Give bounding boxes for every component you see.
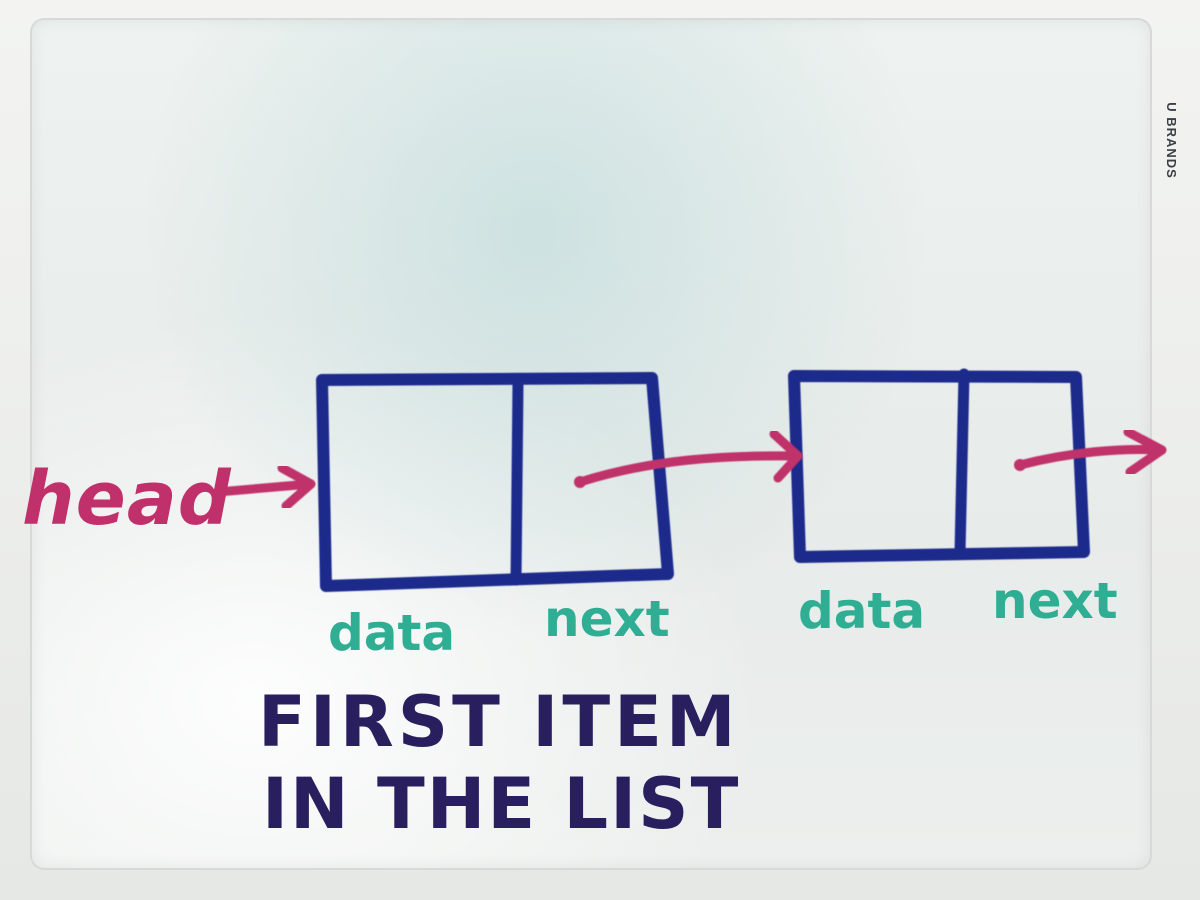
- next-arrow-1: [574, 429, 803, 488]
- node-1-data-label: data: [328, 604, 455, 662]
- node-2-data-label: data: [798, 582, 925, 640]
- head-label: head: [22, 456, 232, 542]
- caption-line-2: IN THE LIST: [262, 763, 740, 845]
- node-1-next-label: next: [544, 590, 670, 648]
- node-1-box: [316, 372, 674, 592]
- caption-line-1: FIRST ITEM: [258, 681, 740, 763]
- node-2-next-label: next: [992, 572, 1118, 630]
- node-2-box: [788, 368, 1090, 563]
- head-arrow: [213, 463, 316, 511]
- next-arrow-2: [1014, 427, 1167, 477]
